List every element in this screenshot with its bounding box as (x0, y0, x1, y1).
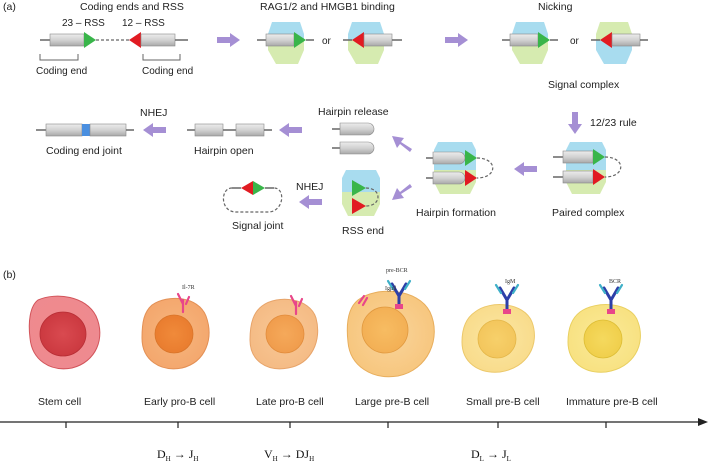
step-arrow-left-2 (279, 123, 302, 137)
coding-end-label-left: Coding end (36, 66, 87, 77)
igub-label: Igμβ (385, 286, 396, 292)
timeline-arrowhead (698, 418, 708, 426)
hairpin-open-label: Hairpin open (194, 145, 254, 157)
rearrangement-vh-djh: VH→DJH (264, 447, 314, 463)
red-triangle-1 (352, 32, 364, 48)
panel-b-label: (b) (3, 269, 16, 281)
signal-complex-label: Signal complex (548, 79, 620, 91)
or-label-2: or (570, 36, 580, 47)
or-label-1: or (322, 36, 332, 47)
hairpin-formation-label: Hairpin formation (416, 207, 496, 219)
nhej-label-2: NHEJ (296, 181, 323, 193)
step-paired-complex: Paired complex (552, 142, 625, 219)
cell-immature-pre-b: BCR (567, 279, 641, 373)
rag-binding-title: RAG1/2 and HMGB1 binding (260, 1, 395, 13)
stage-label-late-pro-b: Late pro-B cell (256, 396, 324, 408)
igm-label: IgM (505, 279, 516, 285)
svg-text:DH→JH: DH→JH (157, 447, 198, 463)
panel-a-label: (a) (3, 1, 16, 13)
step-coding-ends-and-rss: Coding ends and RSS 23 – RSS 12 – RSS Co… (36, 1, 193, 77)
rss12-triangle (129, 32, 141, 48)
rule-1223-label: 12/23 rule (590, 117, 637, 129)
svg-text:VH→DJH: VH→DJH (264, 447, 314, 463)
stage-label-stem-cell: Stem cell (38, 396, 81, 408)
step-signal-joint: Signal joint (222, 181, 283, 232)
step-rag-binding: RAG1/2 and HMGB1 binding or (257, 1, 402, 64)
stage-label-immature-pre-b: Immature pre-B cell (566, 396, 658, 408)
coding-ends-title: Coding ends and RSS (80, 1, 184, 13)
step-arrow-2 (445, 33, 468, 47)
cell-stem (28, 295, 101, 370)
step-arrow-left-3 (143, 123, 166, 137)
il7r-receptor-icon (176, 292, 191, 314)
step-rss-end: RSS end (342, 170, 384, 237)
il7r-receptor-icon-2 (289, 294, 304, 316)
rss23-label: 23 – RSS (62, 18, 105, 29)
igm-icon (498, 286, 516, 312)
step-arrow-1 (217, 33, 240, 47)
rearrangement-dh-jh: DH→JH (157, 447, 198, 463)
step-hairpin-release: Hairpin release (318, 106, 389, 155)
coding-end-joint-label: Coding end joint (46, 145, 122, 157)
green-triangle-1 (294, 32, 306, 48)
step-nicking: Nicking or Signal complex (502, 1, 648, 91)
stage-label-large-pre-b: Large pre-B cell (355, 396, 429, 408)
nicking-title: Nicking (538, 1, 573, 13)
stage-label-early-pro-b: Early pro-B cell (144, 396, 215, 408)
step-hairpin-formation: Hairpin formation (416, 142, 496, 219)
cell-large-pre-b: pre-BCR Igμβ (346, 268, 435, 378)
stage-label-small-pre-b: Small pre-B cell (466, 396, 540, 408)
green-triangle-2 (538, 32, 550, 48)
step-arrow-left-4 (299, 195, 322, 209)
cell-early-pro-b: Il-7R (141, 285, 210, 370)
paired-complex-label: Paired complex (552, 207, 625, 219)
step-arrow-diag-down (392, 184, 412, 200)
coding-segment-left (49, 33, 85, 47)
svg-text:DL→JL: DL→JL (471, 447, 511, 463)
rearrangement-dl-jl: DL→JL (471, 447, 511, 463)
il7r-label: Il-7R (182, 285, 195, 291)
rss23-triangle (84, 32, 96, 48)
hairpin-release-label: Hairpin release (318, 106, 389, 118)
joint-blue-segment (82, 124, 90, 136)
bcr-label: BCR (609, 279, 621, 285)
cell-late-pro-b (249, 294, 319, 370)
step-coding-end-joint: Coding end joint (36, 123, 134, 157)
timeline-axis (0, 418, 708, 428)
red-triangle-2 (600, 32, 612, 48)
pre-bcr-label: pre-BCR (386, 268, 408, 274)
cell-small-pre-b: IgM (461, 279, 535, 373)
step-arrow-down (568, 112, 582, 134)
nhej-label-1: NHEJ (140, 107, 167, 119)
step-arrow-diag-up (392, 136, 412, 152)
igub-receptor-icon (357, 294, 369, 307)
rss-end-label: RSS end (342, 225, 384, 237)
step-hairpin-open: Hairpin open (187, 123, 272, 157)
signal-joint-label: Signal joint (232, 220, 283, 232)
coding-end-label-right: Coding end (142, 66, 193, 77)
coding-segment-right (140, 33, 176, 47)
rss12-label: 12 – RSS (122, 18, 165, 29)
bcr-icon (602, 286, 620, 312)
step-arrow-left-1 (514, 162, 537, 176)
